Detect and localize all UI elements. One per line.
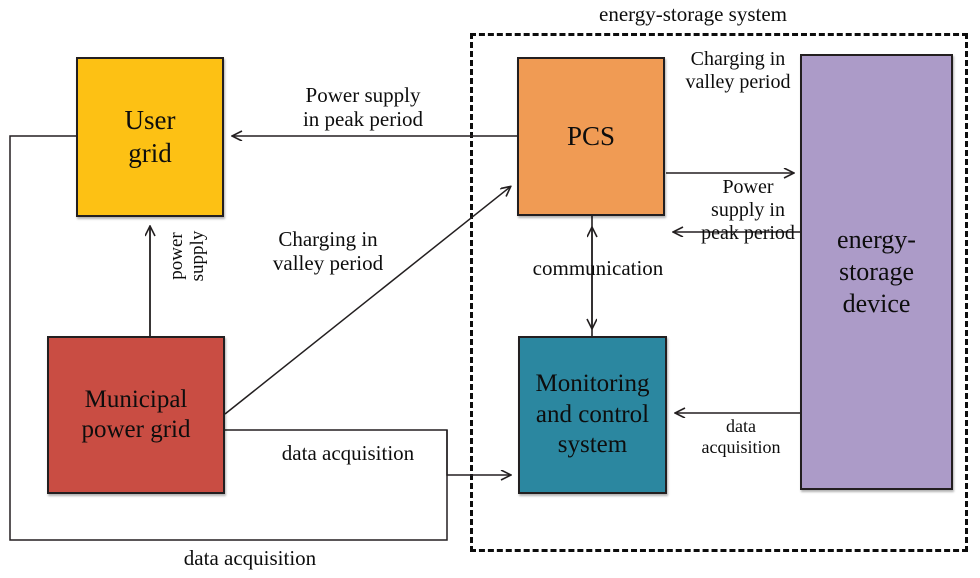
edge-label-charging-valley-left: Charging in valley period — [272, 227, 384, 276]
edge-label-data-acquisition-middle: data acquisition — [281, 441, 415, 465]
node-municipal-power-grid[interactable]: Municipal power grid — [47, 336, 225, 494]
edge-label-power-supply-peak-from-device: Power supply in peak period — [701, 176, 795, 245]
node-monitoring-and-control-system-label: Monitoring and control system — [535, 370, 650, 459]
edge-label-power-supply-peak-to-user: Power supply in peak period — [302, 83, 424, 132]
node-monitoring-and-control-system[interactable]: Monitoring and control system — [518, 336, 667, 494]
edge-label-communication: communication — [532, 256, 664, 280]
node-pcs[interactable]: PCS — [517, 57, 665, 216]
edge-label-power-supply-vertical: power supply — [166, 230, 208, 282]
node-user-grid[interactable]: User grid — [76, 57, 224, 217]
edge-label-data-acquisition-right: data acquisition — [701, 416, 781, 457]
edge-label-charging-valley-right: Charging in valley period — [685, 48, 791, 94]
node-energy-storage-device[interactable]: energy- storage device — [800, 54, 953, 490]
wire-municipal-to-pcs — [224, 187, 510, 415]
node-user-grid-label: User grid — [124, 105, 176, 168]
node-energy-storage-device-label: energy- storage device — [837, 225, 916, 318]
edge-label-data-acquisition-bottom: data acquisition — [183, 546, 317, 570]
boundary-title: energy-storage system — [599, 2, 787, 26]
node-municipal-power-grid-label: Municipal power grid — [81, 385, 191, 444]
node-pcs-label: PCS — [566, 121, 616, 152]
